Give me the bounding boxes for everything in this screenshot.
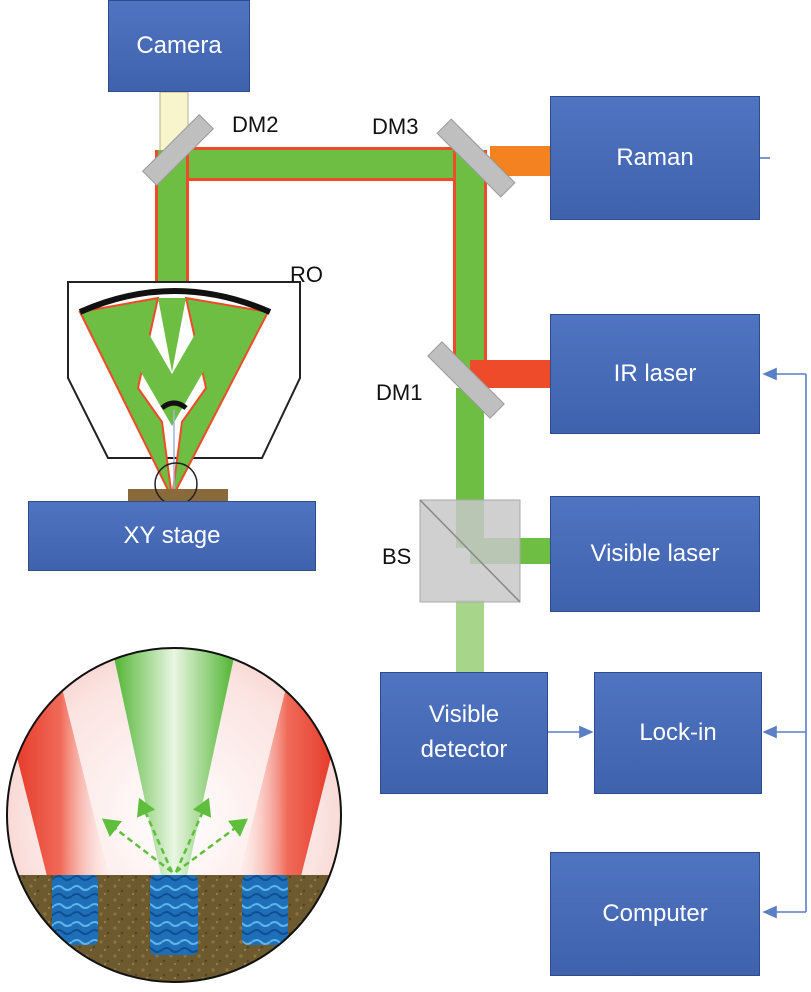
lock-in-label: Lock-in: [639, 718, 717, 746]
reflective-objective: [67, 281, 301, 499]
camera-box: Camera: [108, 0, 250, 92]
computer-label: Computer: [602, 899, 708, 927]
lock-in-box: Lock-in: [594, 672, 762, 794]
xy-stage-box: XY stage: [28, 501, 316, 571]
ro-label: RO: [290, 262, 323, 287]
raman-label: Raman: [616, 143, 694, 171]
sample: [128, 489, 228, 501]
dm2-label: DM2: [232, 112, 279, 137]
bs-label: BS: [382, 544, 412, 569]
dm1-label: DM1: [376, 380, 423, 405]
signal-lines: [548, 157, 807, 919]
visible-detector-label: Visible detector: [420, 701, 508, 763]
ir-laser-box: IR laser: [550, 314, 760, 434]
magnified-inset: [7, 648, 341, 982]
computer-box: Computer: [550, 852, 760, 976]
visible-laser-box: Visible laser: [550, 496, 760, 612]
visible-detector-box: Visible detector: [380, 672, 548, 794]
ir-laser-label: IR laser: [613, 359, 697, 387]
raman-box: Raman: [550, 96, 760, 220]
dm1-mirror: [427, 341, 505, 419]
dm3-mirror: [436, 118, 516, 198]
camera-label: Camera: [136, 31, 222, 59]
beam-splitter: [419, 499, 521, 603]
xy-stage-label: XY stage: [123, 521, 221, 549]
dm2-mirror: [141, 113, 215, 187]
visible-laser-label: Visible laser: [590, 539, 720, 567]
dm3-label: DM3: [372, 114, 419, 139]
detector-beam: [456, 600, 484, 672]
